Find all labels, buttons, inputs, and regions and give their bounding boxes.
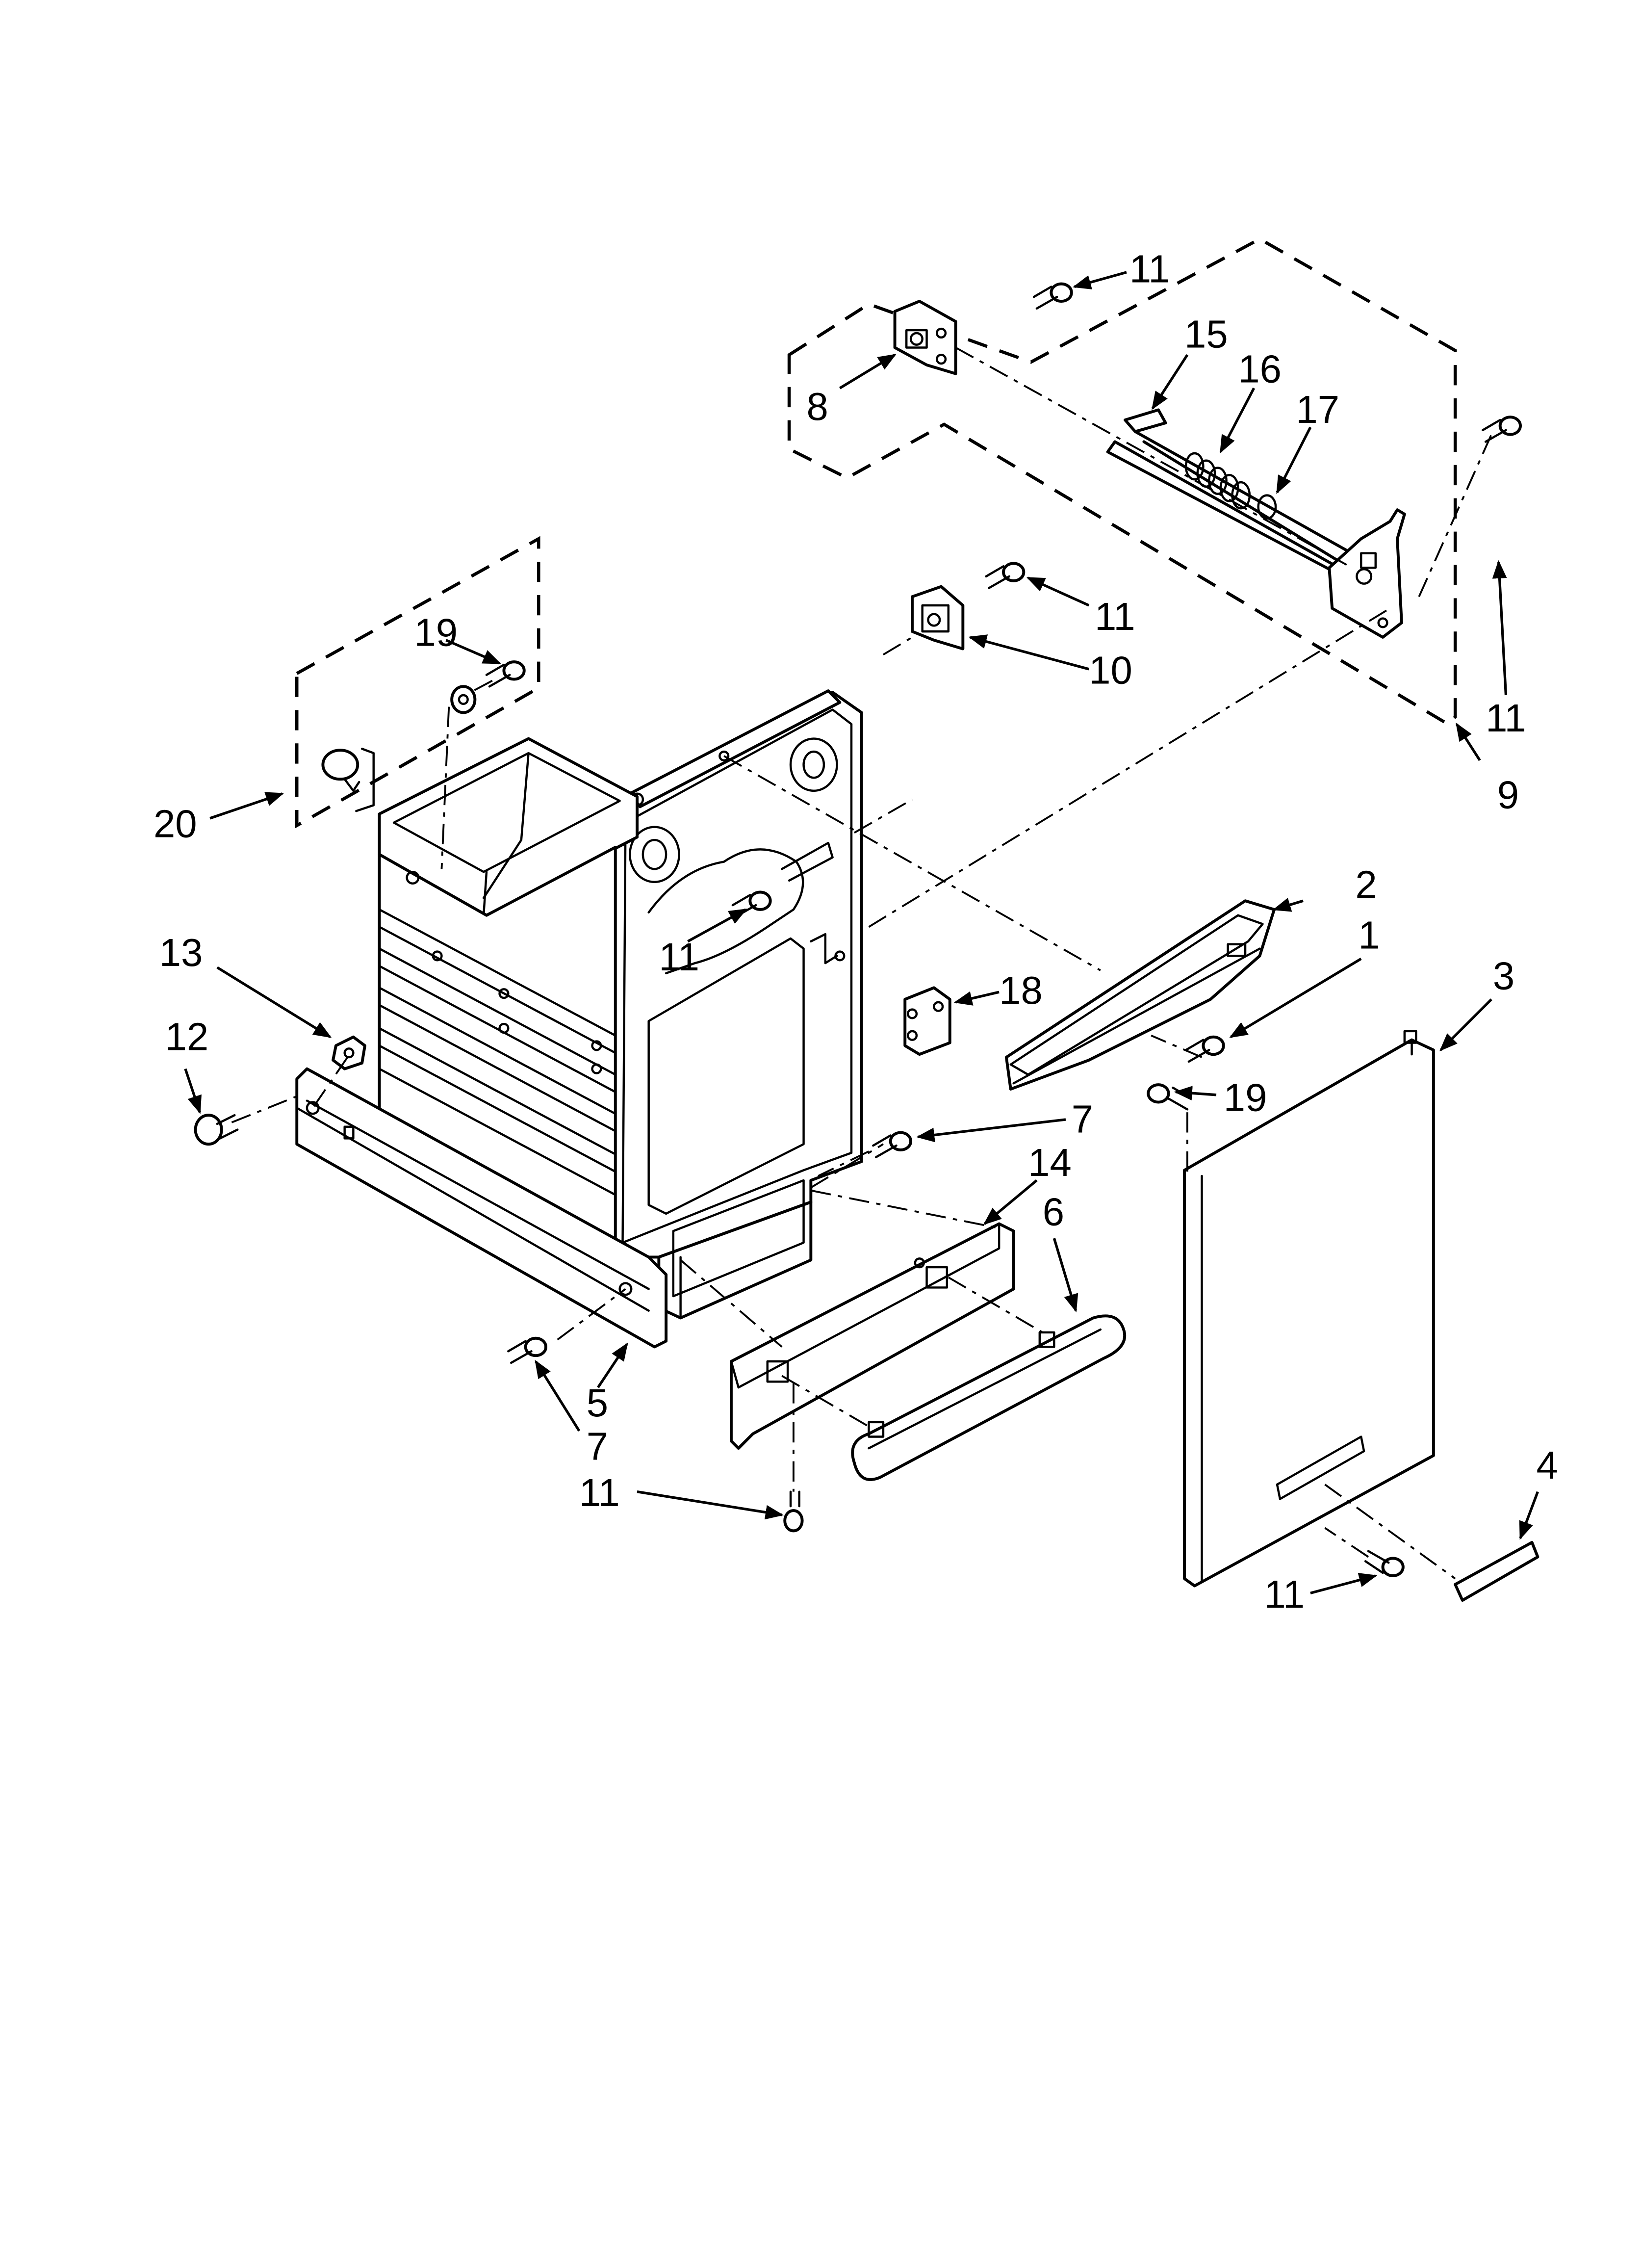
callout-3: 3 xyxy=(1493,954,1514,997)
callout-19-left: 19 xyxy=(414,611,458,654)
callout-12: 12 xyxy=(165,1015,209,1058)
screw-icon xyxy=(1184,1035,1225,1063)
screw-icon xyxy=(1482,416,1522,443)
spring xyxy=(1184,452,1251,510)
knob-icon xyxy=(321,748,375,812)
top-panel xyxy=(1004,899,1276,1091)
kick-plate xyxy=(730,1222,1015,1450)
group-20-outline xyxy=(295,536,540,829)
screw-icon xyxy=(1364,1550,1405,1577)
assembly-lines xyxy=(231,346,1492,1580)
callouts: 1 2 3 4 5 6 7 7 8 9 10 11 11 11 11 11 11… xyxy=(154,247,1558,1616)
bracket-18 xyxy=(903,986,951,1056)
handle xyxy=(851,1314,1127,1481)
screw-icon xyxy=(1032,282,1073,310)
hinge-torsion-assembly xyxy=(1106,408,1406,639)
callout-11-right: 11 xyxy=(1486,696,1526,740)
callout-2: 2 xyxy=(1355,862,1377,906)
screw-icon xyxy=(985,562,1026,589)
base-rail xyxy=(295,1067,668,1349)
callout-8: 8 xyxy=(806,385,828,428)
bracket-10 xyxy=(911,585,965,651)
callout-11-bottom: 11 xyxy=(579,1471,620,1514)
screw-icon xyxy=(1147,1083,1192,1111)
callout-6: 6 xyxy=(1043,1190,1064,1233)
callout-19-right: 19 xyxy=(1224,1075,1267,1119)
callout-10: 10 xyxy=(1089,648,1132,692)
bolt-icon xyxy=(194,1114,239,1146)
callout-17: 17 xyxy=(1296,388,1339,431)
callout-13: 13 xyxy=(159,931,203,974)
callout-9: 9 xyxy=(1497,773,1519,816)
washer-icon xyxy=(450,685,477,714)
trim-strip-icon xyxy=(1454,1541,1539,1602)
callout-5: 5 xyxy=(587,1381,608,1425)
callout-11-top: 11 xyxy=(1129,247,1170,291)
callout-20: 20 xyxy=(154,802,197,845)
callout-11-cabinet: 11 xyxy=(659,935,699,979)
front-panel xyxy=(1183,1030,1435,1588)
nut-icon xyxy=(332,1035,366,1070)
screw-icon xyxy=(872,1131,913,1158)
callout-14: 14 xyxy=(1028,1141,1072,1184)
callout-11-panel: 11 xyxy=(1264,1572,1305,1616)
callout-18: 18 xyxy=(999,968,1043,1012)
callout-1: 1 xyxy=(1358,913,1380,957)
callout-7b: 7 xyxy=(587,1425,608,1468)
hinge-block xyxy=(893,300,957,375)
callout-11-bracket: 11 xyxy=(1095,595,1135,638)
leaders xyxy=(184,271,1539,1594)
callout-15: 15 xyxy=(1184,313,1228,356)
screw-icon xyxy=(507,1336,548,1364)
group-9-outline xyxy=(787,237,1457,727)
callout-7a: 7 xyxy=(1072,1097,1093,1141)
callout-16: 16 xyxy=(1238,347,1282,391)
screw-icon xyxy=(783,1490,804,1533)
screw-icon xyxy=(485,660,526,688)
callout-4: 4 xyxy=(1536,1443,1558,1487)
